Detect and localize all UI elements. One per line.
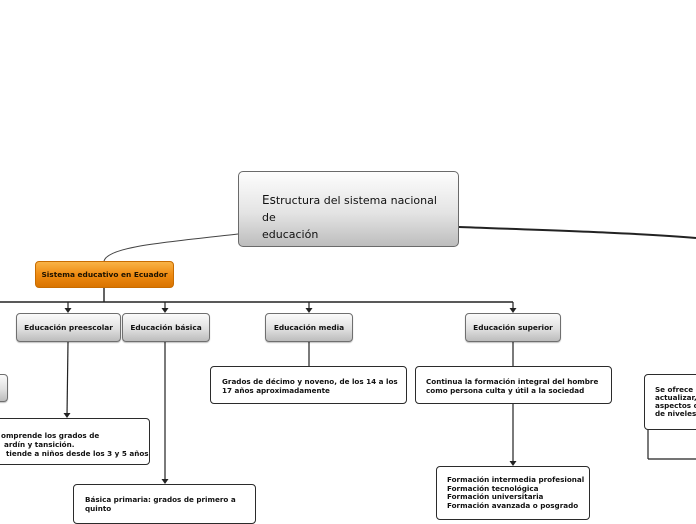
root-title-line1: Estructura del sistema nacional de: [262, 192, 448, 226]
root-title-line2: educación: [262, 228, 319, 241]
main-node[interactable]: Sistema educativo en Ecuador: [35, 261, 174, 288]
detail-superior-line1: Continua la formación integral del hombr…: [426, 377, 599, 386]
category-preescolar[interactable]: Educación preescolar: [16, 313, 121, 342]
root-node[interactable]: Estructura del sistema nacional de educa…: [238, 171, 459, 247]
superior-level-2: Formación tecnológica: [447, 483, 539, 493]
superior-level-3: Formación universitaria: [447, 492, 544, 501]
category-media[interactable]: Educación media: [265, 313, 353, 342]
detail-preescolar[interactable]: omprende los grados de ardín y tansición…: [0, 418, 150, 465]
detail-basica[interactable]: Básica primaria: grados de primero a qui…: [73, 484, 256, 524]
detail-preescolar-line2: ardín y tansición.: [4, 440, 75, 449]
detail-preescolar-line1: omprende los grados de: [1, 431, 100, 440]
right-edge-line1: Se ofrece c: [655, 385, 696, 394]
superior-level-1: Formación intermedia profesional: [447, 475, 585, 484]
detail-media-line2: 17 años aproximadamente: [222, 386, 330, 395]
category-superior[interactable]: Educación superior: [465, 313, 561, 342]
detail-preescolar-line3: tiende a niños desde los 3 y 5 años: [6, 449, 149, 458]
detail-basica-line2: quinto: [85, 504, 112, 513]
root-title-first: Es: [262, 193, 276, 207]
superior-level-4: Formación avanzada o posgrado: [447, 500, 579, 510]
partial-left-node[interactable]: [0, 374, 8, 402]
connector-root-to-right: [458, 226, 696, 239]
detail-superior[interactable]: Continua la formación integral del hombr…: [415, 366, 612, 404]
connector-preescolar-detail: [66, 341, 69, 417]
right-edge-line2: actualizar,: [655, 393, 696, 402]
root-title-rest: tructura del sistema nacional de: [262, 194, 437, 224]
detail-media-line1: Grados de décimo y noveno, de los 14 a l…: [222, 377, 398, 386]
detail-right-edge[interactable]: Se ofrece c actualizar, aspectos o de ni…: [644, 374, 696, 430]
detail-media[interactable]: Grados de décimo y noveno, de los 14 a l…: [210, 366, 407, 404]
category-basica[interactable]: Educación básica: [122, 313, 210, 342]
right-edge-line3: aspectos o: [655, 401, 696, 410]
right-edge-line4: de niveles: [655, 409, 696, 418]
detail-superior-levels[interactable]: Formación intermedia profesional Formaci…: [436, 466, 590, 520]
connector-root-to-main: [103, 233, 239, 262]
detail-basica-line1: Básica primaria: grados de primero a: [85, 495, 236, 504]
detail-superior-line2: como persona culta y útil a la sociedad: [426, 386, 585, 395]
